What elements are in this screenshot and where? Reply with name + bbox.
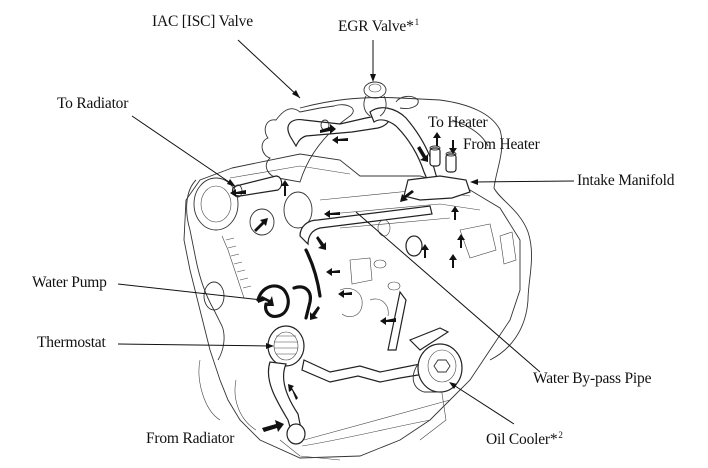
engine-upper-outline (261, 95, 533, 361)
flow-arrow (310, 306, 320, 320)
leader-to-radiator (131, 115, 233, 185)
pump-thermostat-assembly (256, 248, 450, 445)
flow-arrow (400, 190, 414, 202)
bypass-pipe (231, 175, 433, 246)
flow-arrow (324, 210, 340, 218)
flow-arrow (316, 236, 326, 250)
flow-arrow (262, 420, 284, 432)
flow-arrow (254, 218, 268, 232)
leader-intake-manifold (473, 180, 575, 183)
label-water-pump: Water Pump (32, 274, 107, 292)
leader-water-pump (117, 283, 263, 301)
label-iac-valve: IAC [ISC] Valve (152, 13, 253, 31)
footnote-marker-2: 2 (558, 430, 563, 440)
flow-arrow (451, 206, 459, 220)
label-oil-cooler: Oil Cooler*2 (486, 426, 563, 449)
label-oil-cooler-text: Oil Cooler* (486, 431, 558, 448)
flow-arrow (288, 384, 298, 400)
flow-arrow (281, 180, 289, 196)
flow-arrow (457, 234, 465, 248)
label-to-radiator-text: To Radiator (57, 95, 129, 112)
engine-block-outline (183, 153, 521, 461)
oil-cooler (412, 343, 463, 393)
coolant-flow-arrows (230, 124, 465, 432)
label-from-heater: From Heater (463, 136, 540, 154)
label-egr-valve: EGR Valve*1 (338, 13, 419, 36)
label-water-bypass-pipe: Water By-pass Pipe (533, 370, 651, 388)
leader-oil-cooler (451, 383, 515, 425)
label-from-heater-text: From Heater (463, 136, 540, 153)
label-iac-valve-text: IAC [ISC] Valve (152, 13, 253, 30)
flow-arrow (449, 254, 457, 268)
flow-arrow (320, 124, 336, 134)
footnote-marker-1: 1 (414, 17, 420, 27)
flow-arrow (433, 132, 441, 146)
label-to-heater-text: To Heater (428, 114, 488, 131)
leader-water-bypass (355, 211, 541, 373)
label-intake-manifold: Intake Manifold (577, 172, 674, 190)
label-egr-valve-text: EGR Valve* (338, 18, 414, 35)
flow-arrow (326, 268, 340, 276)
flow-arrow (421, 244, 429, 258)
label-thermostat-text: Thermostat (37, 334, 106, 351)
intake-manifold-outlet (403, 145, 471, 201)
flow-arrow (332, 136, 348, 144)
label-thermostat: Thermostat (37, 334, 106, 352)
flow-arrow (380, 317, 396, 325)
label-intake-manifold-text: Intake Manifold (577, 172, 675, 189)
timing-belt-cover (186, 177, 313, 361)
flow-arrow (230, 189, 246, 197)
flow-arrow (338, 290, 352, 298)
leader-iac-valve (237, 39, 301, 99)
lower-block (198, 219, 451, 447)
label-water-pump-text: Water Pump (32, 274, 107, 291)
flow-arrow (417, 146, 428, 162)
leader-lines (117, 39, 575, 425)
leader-thermostat (117, 343, 271, 347)
label-water-bypass-pipe-text: Water By-pass Pipe (533, 370, 652, 387)
label-to-heater: To Heater (428, 114, 488, 132)
label-from-radiator: From Radiator (146, 430, 234, 448)
label-to-radiator: To Radiator (57, 95, 128, 113)
flow-arrow (260, 296, 274, 306)
label-from-radiator-text: From Radiator (146, 430, 235, 447)
flow-arrow (449, 140, 457, 154)
